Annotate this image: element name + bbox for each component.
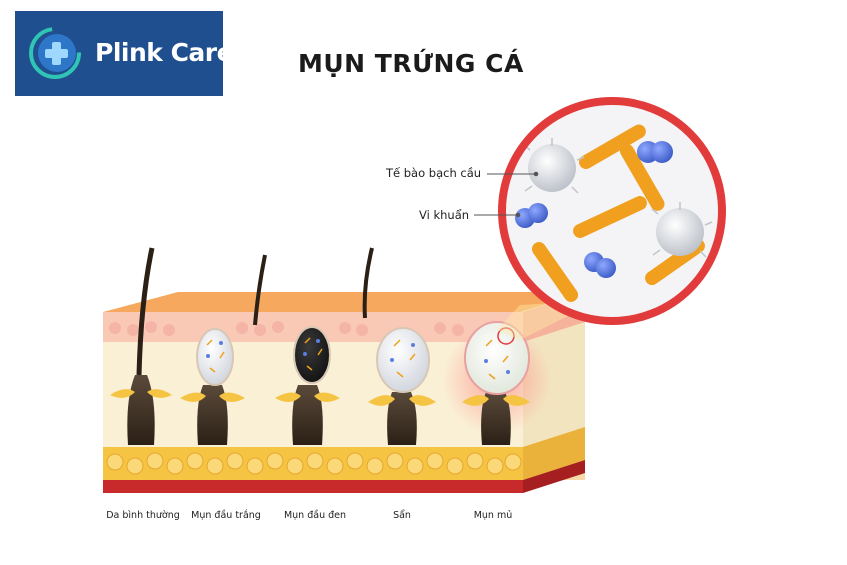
brand-name: Plink Care xyxy=(95,38,234,67)
bacteria-rod-icon xyxy=(531,124,705,302)
white-blood-cell-icon xyxy=(523,138,713,258)
zoom-ring xyxy=(498,97,726,325)
stage-blackhead xyxy=(253,247,374,445)
callout-white-blood-cell: Tế bào bạch cầu xyxy=(386,166,482,180)
stage-label-whitehead: Mụn đầu trắng xyxy=(191,510,261,521)
bacteria-cocci-icon xyxy=(515,141,673,278)
callout-bacteria: Vi khuẩn xyxy=(419,208,470,222)
stage-pustule xyxy=(442,321,552,445)
stage-normal-follicle xyxy=(110,247,172,445)
stage-whitehead xyxy=(180,328,245,445)
stage-label-normal: Da bình thường xyxy=(106,510,180,521)
stage-label-papule: Sẩn xyxy=(393,510,411,521)
stage-label-blackhead: Mụn đầu đen xyxy=(283,510,347,521)
stage-label-pustule: Mụn mủ xyxy=(473,510,513,521)
page-title: MỤN TRỨNG CÁ xyxy=(298,49,524,78)
magnified-view xyxy=(498,97,726,325)
logo-mark-icon xyxy=(15,11,223,96)
callout-lines xyxy=(474,171,539,218)
brand-logo: Plink Care xyxy=(15,11,234,96)
stage-papule xyxy=(368,327,436,445)
